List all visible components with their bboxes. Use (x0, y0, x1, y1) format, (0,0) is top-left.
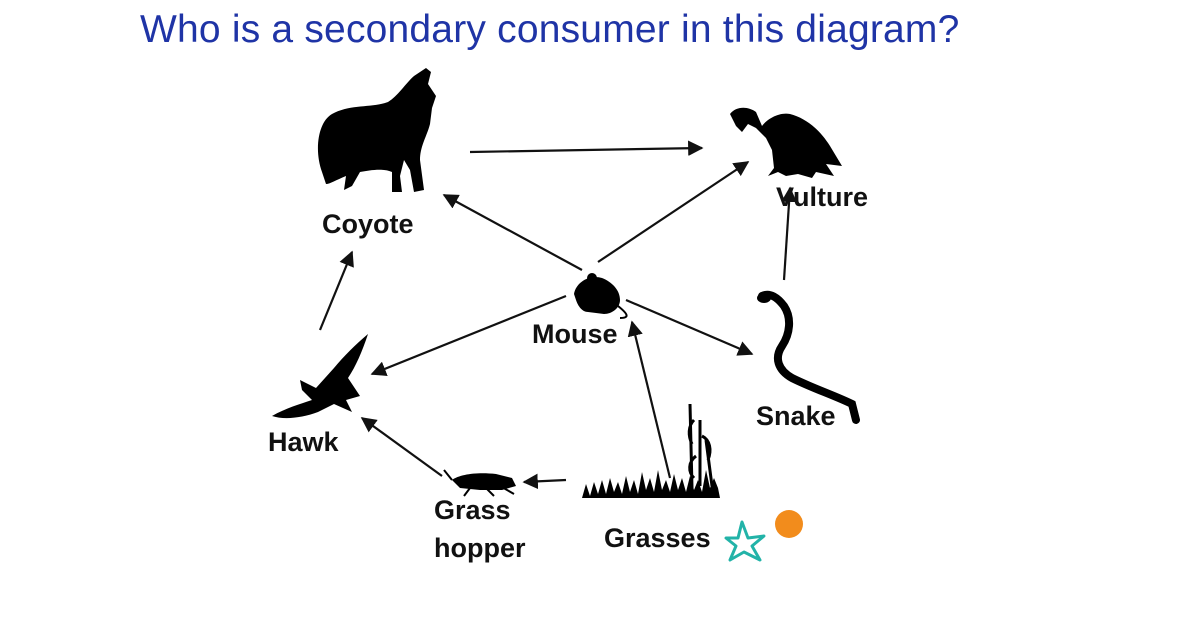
arrow-snake-to-vulture (781, 186, 797, 281)
arrow-mouse-to-hawk (370, 294, 567, 376)
arrow-mouse-to-snake (625, 298, 754, 356)
question-title: Who is a secondary consumer in this diag… (140, 8, 960, 51)
grasses-icon (582, 403, 720, 498)
arrow-mouse-to-coyote (442, 194, 583, 271)
grasses-label: Grasses (604, 523, 711, 553)
arrow-grasses-to-mouse (627, 320, 672, 479)
star-annotation-icon (724, 520, 766, 562)
grasshopper-icon (443, 469, 516, 497)
mouse-label: Mouse (532, 319, 618, 349)
grasshopper-label-line2: hopper (434, 533, 526, 563)
snake-icon (757, 290, 860, 424)
coyote-label: Coyote (322, 209, 414, 239)
arrow-hawk-to-coyote (318, 250, 354, 331)
arrow-coyote-to-vulture (469, 140, 704, 156)
snake-label: Snake (756, 401, 836, 431)
grasshopper-label-line1: Grass (434, 495, 511, 525)
hawk-label: Hawk (268, 427, 340, 457)
dot-annotation-icon (775, 510, 803, 538)
coyote-icon (317, 68, 436, 192)
hawk-icon (272, 334, 368, 419)
arrow-grasshopper-to-hawk (360, 417, 443, 477)
vulture-icon (730, 107, 842, 178)
mouse-icon (574, 273, 628, 319)
arrow-grasses-to-grasshopper (522, 473, 567, 490)
arrow-mouse-to-vulture (597, 161, 750, 263)
